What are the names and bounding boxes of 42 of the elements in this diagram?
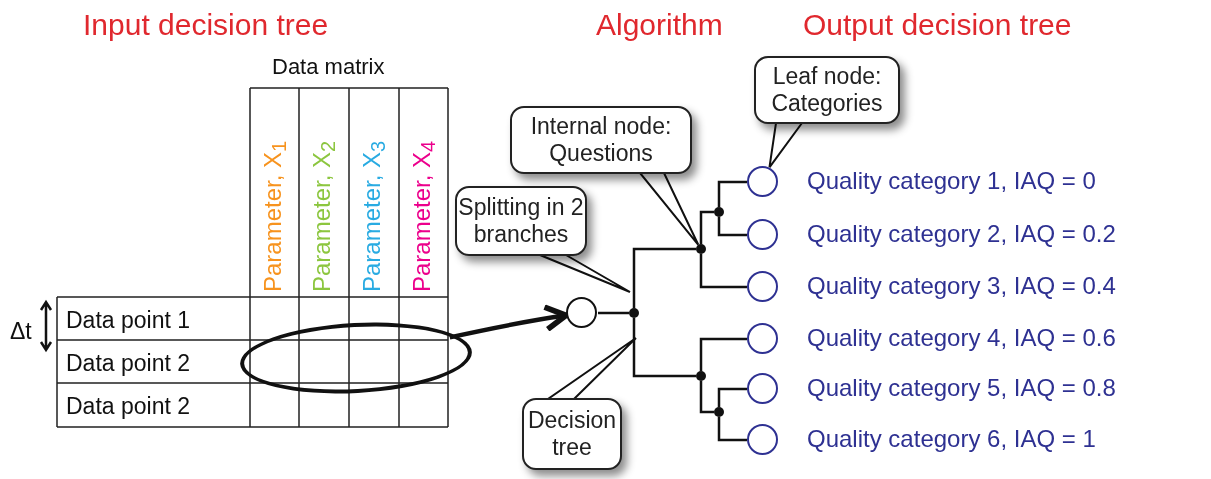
time-step-label: Δt [10,318,32,345]
branch-line [699,254,747,289]
row-label: Data point 2 [66,393,191,420]
category-label: Quality category 4, IAQ = 0.6 [807,324,1116,352]
curved-arrow [449,304,569,340]
branch-line [632,318,696,378]
category-label: Quality category 6, IAQ = 1 [807,425,1096,453]
leaf-circle [747,166,778,197]
callout-bubble: Decision tree [522,398,622,470]
row-label: Data point 1 [66,307,191,334]
branch-line [717,217,747,237]
table-title: Data matrix [272,54,385,80]
branch-line [717,387,747,407]
junction-dot [696,244,706,254]
branch-line [699,210,714,244]
branch-line [699,381,714,414]
branch-line [699,337,747,371]
category-label: Quality category 2, IAQ = 0.2 [807,220,1116,248]
junction-dot [714,407,724,417]
section-heading: Algorithm [596,8,723,42]
branch-line [632,247,696,308]
category-label: Quality category 3, IAQ = 0.4 [807,272,1116,300]
category-label: Quality category 1, IAQ = 0 [807,167,1096,195]
leaf-circle [747,323,778,354]
leaf-circle [747,271,778,302]
callout-tail [768,122,803,169]
callout-tail [539,254,631,293]
branch-line [717,417,747,442]
callout-tail [637,172,700,246]
section-heading: Input decision tree [83,8,329,42]
category-label: Quality category 5, IAQ = 0.8 [807,374,1116,402]
root-circle [566,297,597,328]
section-heading: Output decision tree [803,8,1072,42]
leaf-circle [747,373,778,404]
branch-line [717,180,747,207]
leaf-circle [747,219,778,250]
leaf-circle [747,424,778,455]
junction-dot [696,371,706,381]
junction-dot [629,308,639,318]
branch-line [598,311,629,315]
row-label: Data point 2 [66,350,191,377]
junction-dot [714,207,724,217]
